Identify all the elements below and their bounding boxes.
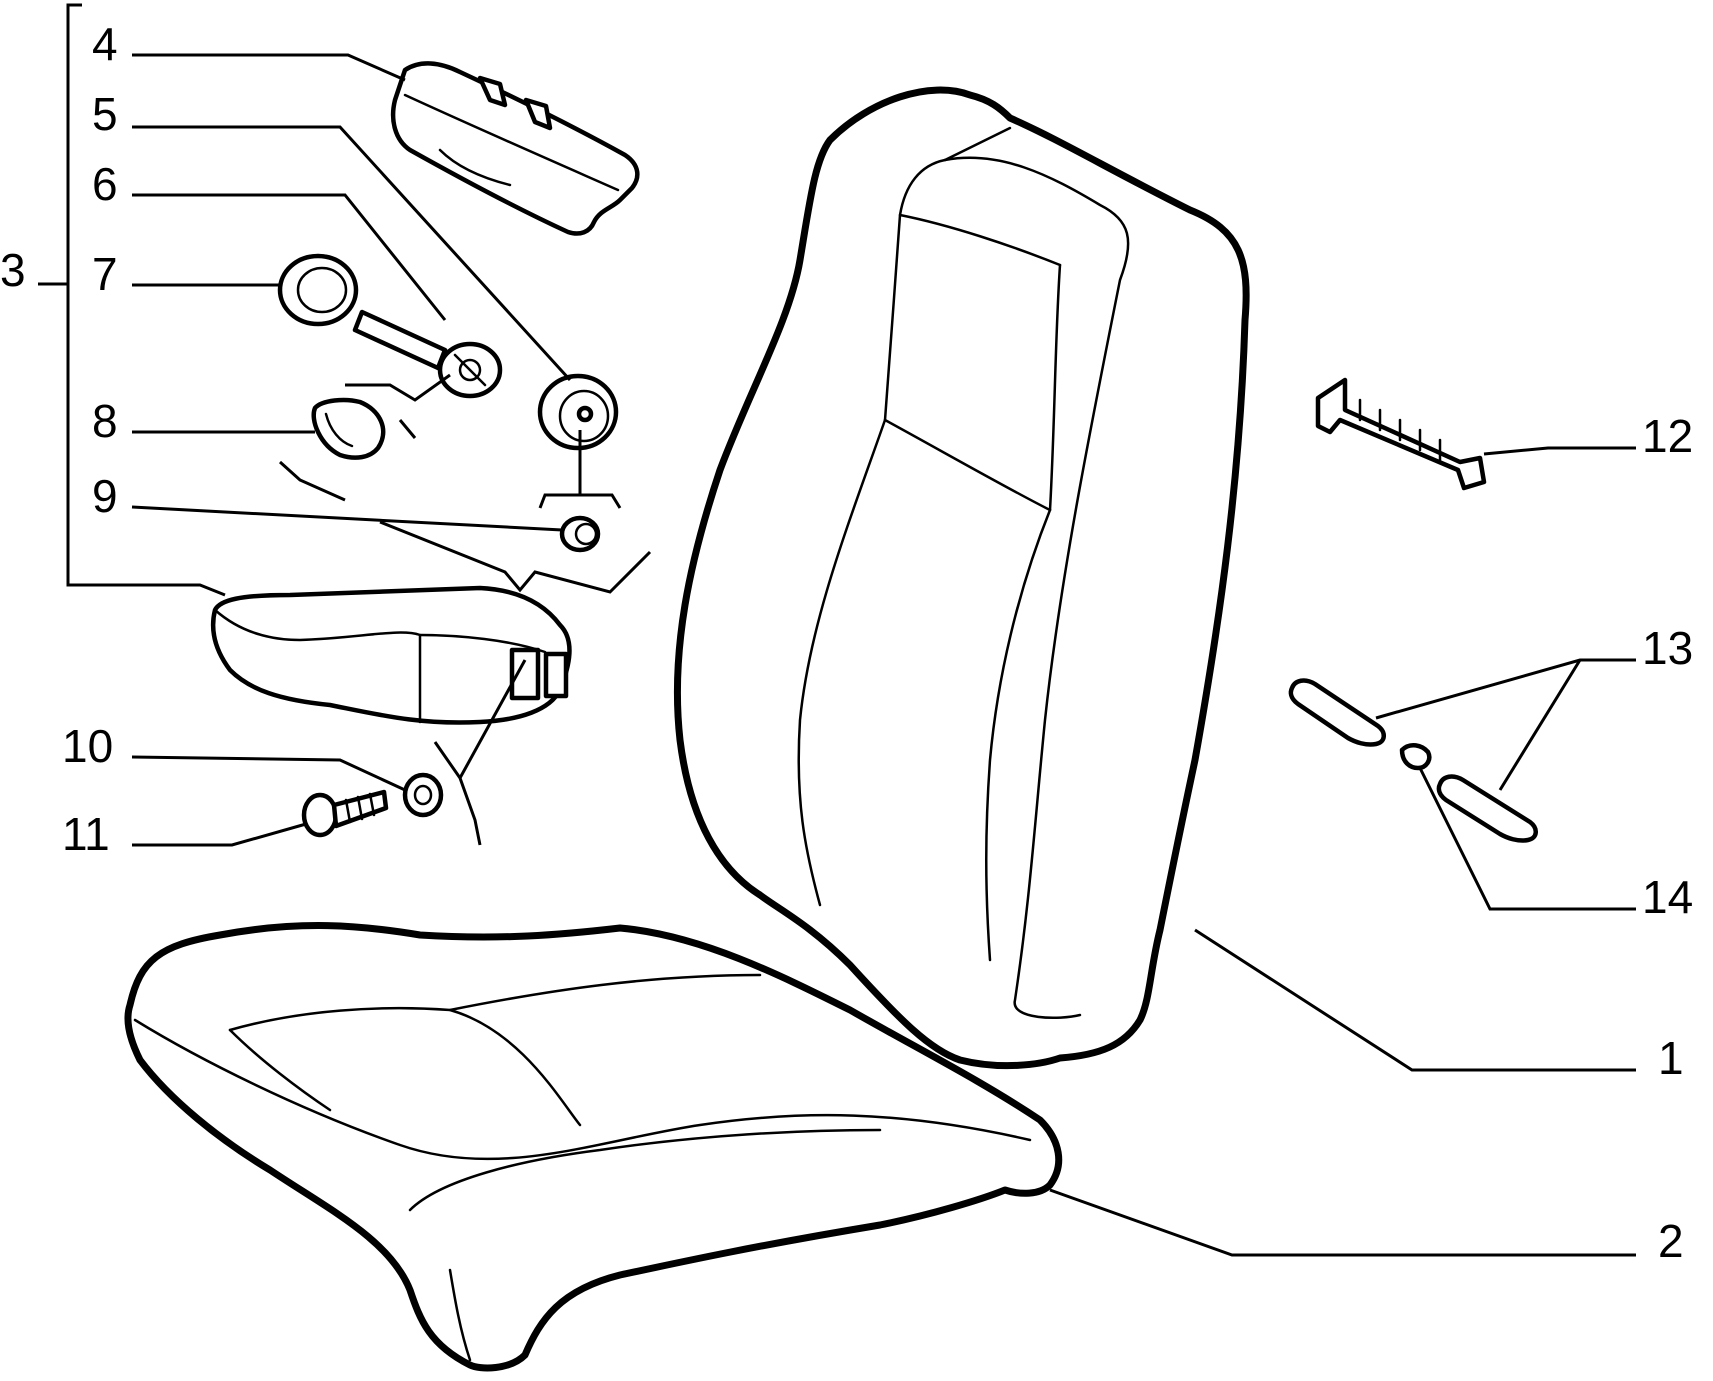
callout-3: 3: [0, 244, 26, 296]
part-5-knob: [537, 373, 619, 451]
part-7-bushing: [277, 253, 359, 327]
callout-6: 6: [92, 158, 118, 210]
callout-1: 1: [1658, 1032, 1684, 1084]
part-2-seat-cushion: [124, 922, 1063, 1372]
callout-8: 8: [92, 395, 118, 447]
part-14-clip: [1399, 743, 1432, 771]
part-12-adjuster-rack: [1315, 377, 1487, 491]
callout-13: 13: [1642, 622, 1693, 674]
part-11-screw: [301, 789, 389, 838]
part-3-armrest: [210, 585, 572, 725]
callout-2: 2: [1658, 1215, 1684, 1267]
callout-5: 5: [92, 88, 118, 140]
part-10-washer: [402, 772, 444, 818]
callout-14: 14: [1642, 871, 1693, 923]
callout-9: 9: [92, 470, 118, 522]
leader-lines: [38, 3, 1636, 1257]
part-4-hinge-cover: [390, 61, 640, 236]
callout-4: 4: [92, 18, 118, 70]
part-6-pivot-pin: [352, 309, 503, 399]
part-9-small-bush: [559, 515, 601, 553]
callout-12: 12: [1642, 410, 1693, 462]
part-8-cover-plate: [311, 397, 386, 460]
part-1-backrest: [673, 86, 1250, 1070]
callout-labels: 1 2 3 4 5 6 7 8 9 10 11 12 13 14: [0, 18, 1693, 1267]
callout-7: 7: [92, 248, 118, 300]
callout-11: 11: [62, 808, 110, 860]
callout-10: 10: [62, 720, 113, 772]
part-13-guides: [1288, 678, 1538, 843]
